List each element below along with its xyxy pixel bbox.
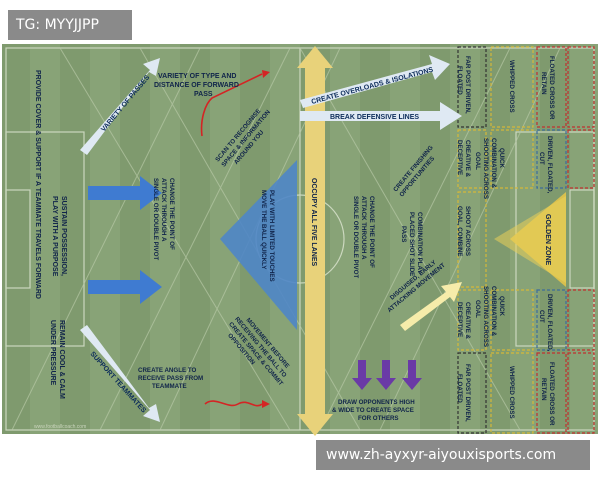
zone-creative-top: CREATIVE & DECEPTIVE <box>456 140 471 179</box>
final-third-zones <box>457 46 595 434</box>
label-change-point-right: CHANGE THE POINT OF ATTACK THROUGH A SIN… <box>352 196 375 278</box>
zone-whipped-cross-top: WHIPPED CROSS <box>508 60 515 113</box>
zone-far-post-bottom: FAR POST DRIVEN, FLOATED <box>456 364 471 424</box>
zone-quick-combo-bottom: QUICK COMBINATION & SHOOTING ACROSS GOAL <box>474 286 505 349</box>
variety-of-passes-arrow <box>80 58 160 155</box>
label-provide-cover: PROVIDE COVER & SUPPORT IF A TEAMMATE TR… <box>34 70 41 299</box>
purple-arrows <box>352 360 422 390</box>
break-defensive-arrow <box>300 102 462 130</box>
zone-floated-cross-bottom: FLOATED CROSS OR RETAIN <box>540 362 555 427</box>
zone-far-post-top: FAR POST DRIVEN, FLOATED <box>456 56 471 116</box>
label-site-credit: www.footballcoach.com <box>34 424 86 430</box>
label-draw-opponents: DRAW OPPONENTS HIGH & WIDE TO CREATE SPA… <box>332 399 416 422</box>
blue-arrows-left <box>88 176 162 304</box>
occupy-lanes-arrow <box>297 46 333 436</box>
red-pass-line-bottom <box>204 400 263 407</box>
zone-floated-cross-top: FLOATED CROSS OR RETAIN <box>540 56 555 121</box>
label-variety-of-type: VARIETY OF TYPE AND DISTANCE OF FORWARD … <box>154 73 241 98</box>
label-play-limited: PLAY WITH LIMITED TOUCHES MOVE THE BALL … <box>260 190 275 283</box>
zone-quick-combo-top: QUICK COMBINATION & SHOOTING ACROSS GOAL <box>474 138 505 201</box>
zone-shoot-across: SHOOT ACROSS GOAL, COMBINE <box>456 206 471 258</box>
label-occupy-lanes: OCCUPY ALL FIVE LANES <box>310 178 317 266</box>
zone-golden: GOLDEN ZONE <box>544 214 551 266</box>
label-break-defensive: BREAK DEFENSIVE LINES <box>330 114 419 121</box>
support-teammates-arrow <box>80 325 160 422</box>
zone-whipped-cross-bottom: WHIPPED CROSS <box>508 366 515 419</box>
watermark-tag: TG: MYYJJPP <box>8 10 132 40</box>
label-change-point-left: CHANGE THE POINT OF ATTACK THROUGH A SIN… <box>152 178 175 260</box>
red-pass-line-top <box>200 73 263 137</box>
zone-creative-bottom: CREATIVE & DECEPTIVE <box>456 302 471 341</box>
label-combination-play: COMBINATION PLAY PLACED SHOT SLIDE PASS <box>400 212 423 278</box>
create-overloads-arrow <box>300 55 450 108</box>
label-sustain: SUSTAIN POSSESSION, PLAY WITH A PURPOSE <box>51 196 67 278</box>
zone-driven-bottom: DRIVEN, FLOATED, CUT <box>538 294 553 353</box>
disguised-movement-arrow <box>400 282 462 331</box>
label-remain-cool: REMAIN COOL & CALM UNDER PRESSURE <box>49 320 65 401</box>
blue-triangle <box>220 160 297 330</box>
label-create-angle: CREATE ANGLE TO RECEIVE PASS FROM TEAMMA… <box>138 367 205 390</box>
footer-url-banner[interactable]: www.zh-ayxyr-aiyouxisports.com <box>316 440 590 470</box>
zone-driven-top: DRIVEN, FLOATED, CUT <box>538 136 553 195</box>
